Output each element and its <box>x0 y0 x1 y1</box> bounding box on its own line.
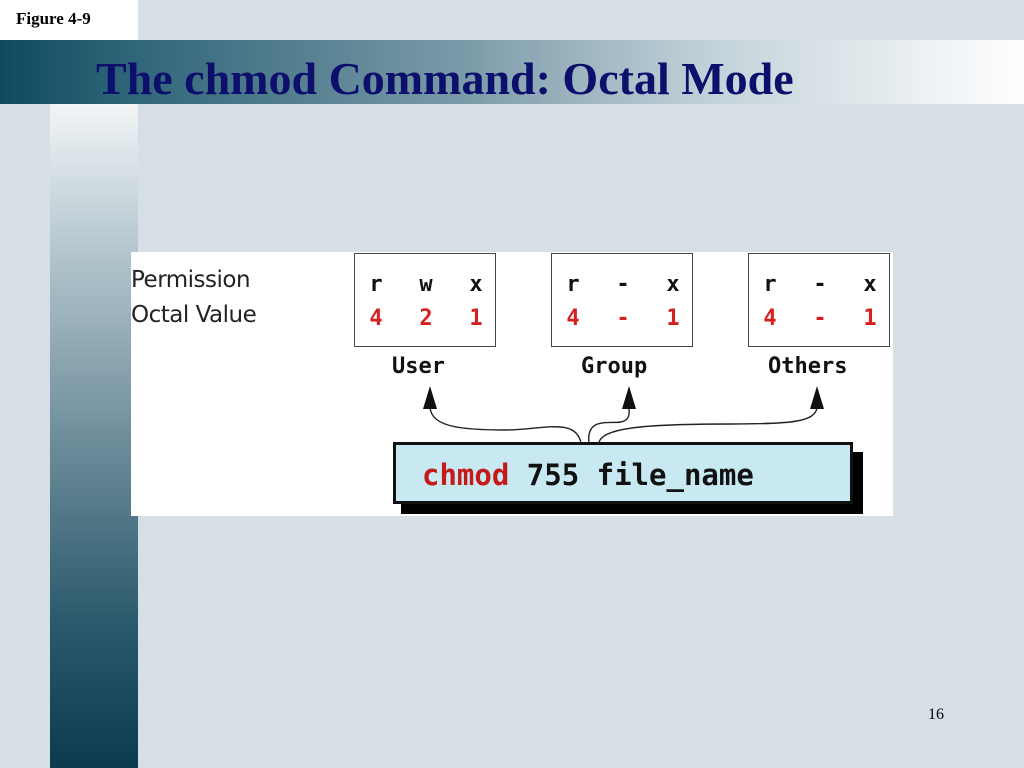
others-permission-box: r - x 4 - 1 <box>748 253 890 347</box>
user-label: User <box>392 354 445 379</box>
user-permission-box: r w x 4 2 1 <box>354 253 496 347</box>
mapping-arrows <box>423 386 824 444</box>
figure-label-box: Figure 4-9 <box>0 0 138 40</box>
permission-row-label: Permission <box>131 267 251 293</box>
arrowhead-group <box>622 386 636 409</box>
command-file: file_name <box>596 458 754 492</box>
group-perm-execute: x <box>666 272 680 297</box>
group-octal-write: - <box>616 306 630 331</box>
user-octal-write: 2 <box>419 306 433 331</box>
command-name: chmod <box>422 458 510 492</box>
group-perm-read: r <box>566 272 580 297</box>
user-perm-read: r <box>369 272 383 297</box>
group-permission-box: r - x 4 - 1 <box>551 253 693 347</box>
others-perm-execute: x <box>863 272 877 297</box>
command-box: chmod 755 file_name <box>393 442 853 504</box>
arrow-user <box>429 406 582 444</box>
user-octal-execute: 1 <box>469 306 483 331</box>
left-decorative-bar <box>50 104 138 768</box>
group-octal-execute: 1 <box>666 306 680 331</box>
others-octal-read: 4 <box>763 306 777 331</box>
figure-label: Figure 4-9 <box>16 9 91 28</box>
others-perm-write: - <box>813 272 827 297</box>
group-octal-read: 4 <box>566 306 580 331</box>
command-mode: 755 <box>526 458 580 492</box>
others-octal-execute: 1 <box>863 306 877 331</box>
arrowhead-others <box>810 386 824 409</box>
title-band <box>0 40 1024 104</box>
others-octal-write: - <box>813 306 827 331</box>
arrowhead-user <box>423 386 437 409</box>
group-label: Group <box>581 354 648 379</box>
octal-value-row-label: Octal Value <box>131 302 257 328</box>
arrow-others <box>598 406 818 444</box>
user-perm-execute: x <box>469 272 483 297</box>
chmod-diagram: Permission Octal Value r w x 4 2 1 r - x… <box>131 252 893 516</box>
group-perm-write: - <box>616 272 630 297</box>
others-label: Others <box>768 354 848 379</box>
page-number: 16 <box>928 706 944 723</box>
user-perm-write: w <box>419 272 433 297</box>
others-perm-read: r <box>763 272 777 297</box>
user-octal-read: 4 <box>369 306 383 331</box>
arrow-group <box>588 406 630 444</box>
command-line: chmod 755 file_name <box>422 458 754 492</box>
slide-title: The chmod Command: Octal Mode <box>96 53 794 104</box>
